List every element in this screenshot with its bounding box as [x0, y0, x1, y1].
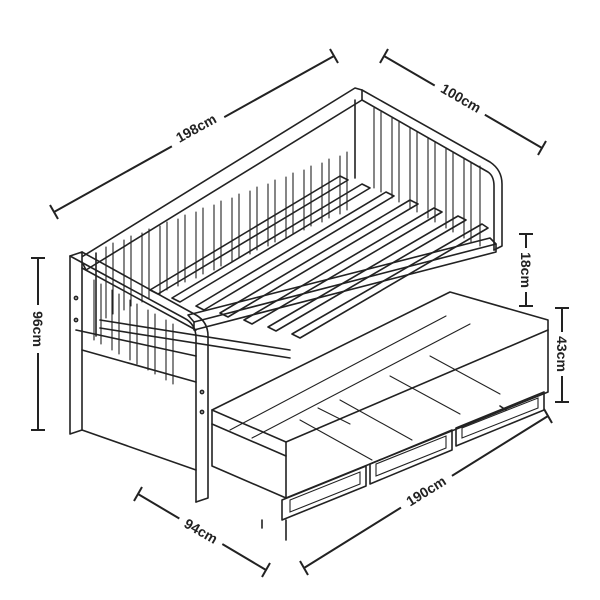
- trundle: [211, 291, 549, 541]
- label-total-height: 96cm: [30, 311, 46, 347]
- bed-slats: [149, 175, 489, 339]
- daybed-drawing: [69, 87, 549, 541]
- drawer-right: [455, 391, 545, 447]
- left-footboard: [69, 251, 209, 503]
- drawer-left: [281, 465, 367, 521]
- label-rail-height: 18cm: [518, 252, 534, 288]
- label-trundle-height: 43cm: [554, 336, 570, 372]
- drawer-middle: [369, 429, 453, 485]
- dimension-labels: 198cm 100cm 96cm 18cm 43cm 94cm 190cm: [27, 73, 573, 554]
